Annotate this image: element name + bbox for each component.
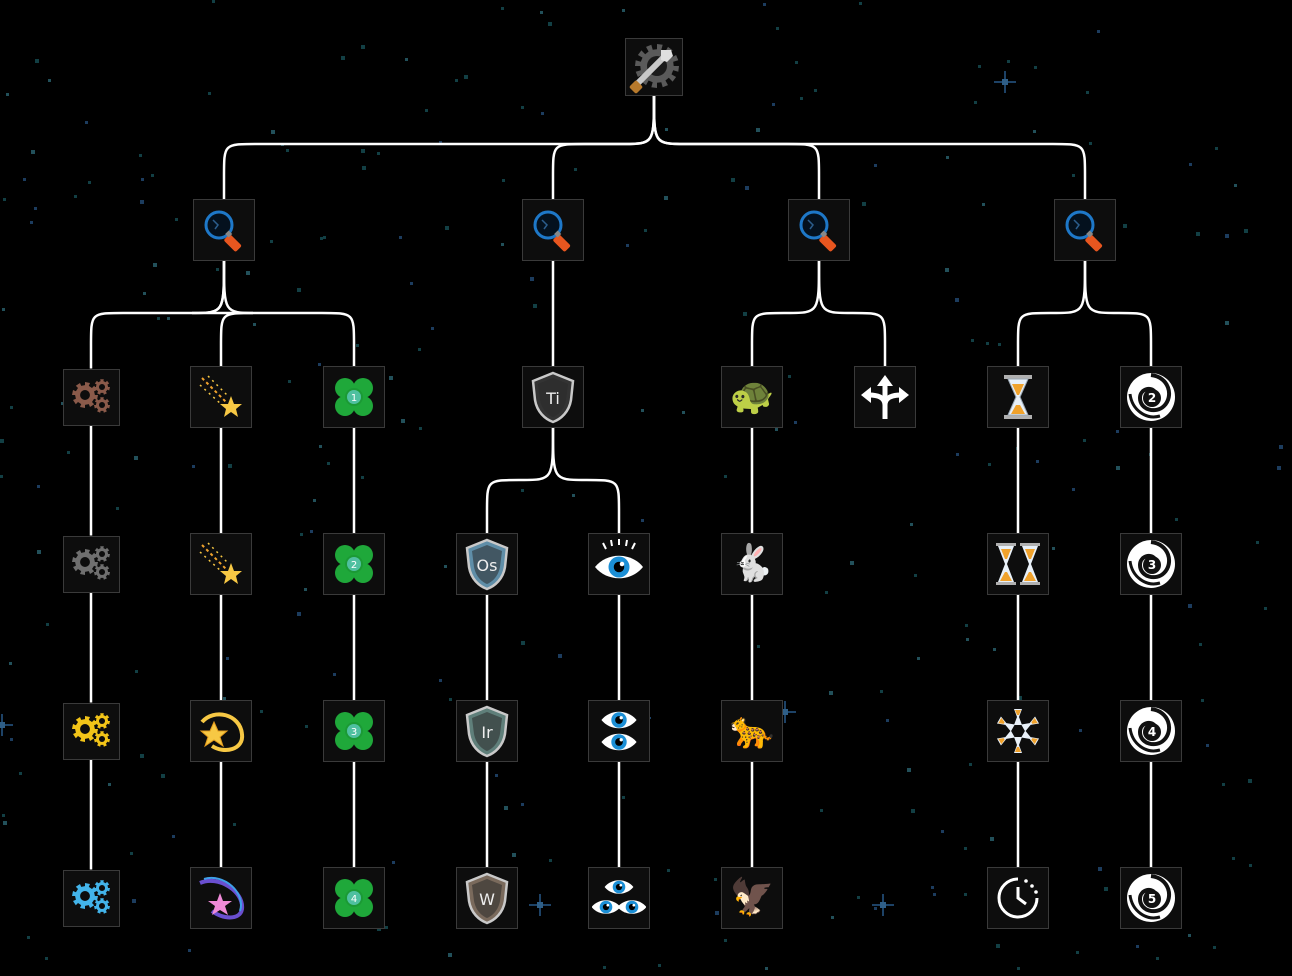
tech-node-gears-3[interactable] xyxy=(62,702,120,760)
tech-node-comet-4[interactable] xyxy=(190,867,252,929)
magnifier-icon xyxy=(794,205,844,255)
tech-node-shield-ir[interactable]: Ir xyxy=(456,700,518,762)
tech-node-vortex-3[interactable]: 3 xyxy=(1120,533,1182,595)
magnifier-icon xyxy=(199,205,249,255)
vortex-icon: 2 xyxy=(1124,370,1178,424)
hourglass-ring-icon xyxy=(993,706,1043,756)
tech-node-clover-4[interactable]: 4 xyxy=(323,867,385,929)
clover-icon: 1 xyxy=(328,371,380,423)
eagle-icon: 🦅 xyxy=(729,877,775,918)
tech-node-eye-3[interactable] xyxy=(588,867,650,929)
shield-icon: Ir xyxy=(462,704,512,758)
tech-node-shield-os[interactable]: Os xyxy=(456,533,518,595)
vortex-icon: 3 xyxy=(1124,537,1178,591)
tech-node-rabbit[interactable]: 🐇 xyxy=(721,533,783,595)
dizzy-star-icon xyxy=(194,704,248,758)
tech-node-fork[interactable] xyxy=(854,366,916,428)
svg-text:W: W xyxy=(479,890,495,909)
tech-node-hourglass-1[interactable] xyxy=(987,366,1049,428)
vortex-icon: 5 xyxy=(1124,871,1178,925)
eye-icon xyxy=(592,539,646,589)
tech-node-turtle[interactable]: 🐢 xyxy=(721,366,783,428)
rabbit-icon: 🐇 xyxy=(729,543,775,584)
svg-text:3: 3 xyxy=(1148,558,1156,572)
svg-text:Os: Os xyxy=(477,556,498,575)
eye-icon xyxy=(592,873,646,923)
tech-node-clover-3[interactable]: 3 xyxy=(323,700,385,762)
leopard-icon: 🐆 xyxy=(729,710,775,751)
tech-node-eagle[interactable]: 🦅 xyxy=(721,867,783,929)
three-way-arrow-icon xyxy=(857,369,913,425)
tech-node-research-3[interactable] xyxy=(788,199,850,261)
gears-icon xyxy=(66,372,116,422)
tech-node-eye-2[interactable] xyxy=(588,700,650,762)
clover-icon: 2 xyxy=(328,538,380,590)
svg-text:2: 2 xyxy=(1148,391,1156,405)
pink-star-orbit-icon xyxy=(194,871,248,925)
tech-node-comet-3[interactable] xyxy=(190,700,252,762)
tech-node-clover-1[interactable]: 1 xyxy=(323,366,385,428)
svg-text:4: 4 xyxy=(351,894,357,905)
tech-node-research-4[interactable] xyxy=(1054,199,1116,261)
tech-node-comet-1[interactable] xyxy=(190,366,252,428)
svg-text:4: 4 xyxy=(1148,725,1156,739)
shooting-star-icon xyxy=(196,539,246,589)
tech-node-shield-w[interactable]: W xyxy=(456,867,518,929)
tech-node-hourglass-2[interactable] xyxy=(987,533,1049,595)
svg-text:Ir: Ir xyxy=(481,723,493,742)
tech-node-leopard[interactable]: 🐆 xyxy=(721,700,783,762)
tech-node-hourglass-3[interactable] xyxy=(987,700,1049,762)
svg-text:2: 2 xyxy=(351,560,357,571)
clover-icon: 3 xyxy=(328,705,380,757)
tech-node-vortex-2[interactable]: 2 xyxy=(1120,366,1182,428)
svg-text:Ti: Ti xyxy=(545,389,560,408)
tech-node-vortex-4[interactable]: 4 xyxy=(1120,700,1182,762)
vortex-icon: 4 xyxy=(1124,704,1178,758)
tech-node-comet-2[interactable] xyxy=(190,533,252,595)
turtle-icon: 🐢 xyxy=(729,376,775,417)
svg-text:5: 5 xyxy=(1148,892,1156,906)
hourglass-icon xyxy=(998,372,1038,422)
tech-node-gears-1[interactable] xyxy=(62,368,120,426)
gears-icon xyxy=(66,706,116,756)
tech-node-shield-ti[interactable]: Ti xyxy=(522,366,584,428)
magnifier-icon xyxy=(528,205,578,255)
tech-node-vortex-5[interactable]: 5 xyxy=(1120,867,1182,929)
svg-text:1: 1 xyxy=(351,393,357,404)
shield-icon: W xyxy=(462,871,512,925)
tech-node-gears-4[interactable] xyxy=(62,869,120,927)
magnifier-icon xyxy=(1060,205,1110,255)
tech-node-root[interactable] xyxy=(625,38,683,96)
gears-icon xyxy=(66,873,116,923)
double-hourglass-icon xyxy=(993,539,1043,589)
tech-node-research-2[interactable] xyxy=(522,199,584,261)
tech-node-clover-2[interactable]: 2 xyxy=(323,533,385,595)
shooting-star-icon xyxy=(196,372,246,422)
wrench-gear-icon xyxy=(627,40,681,94)
tech-node-eye-1[interactable] xyxy=(588,533,650,595)
shield-icon: Os xyxy=(462,537,512,591)
tech-node-gears-2[interactable] xyxy=(62,535,120,593)
tech-node-clock[interactable] xyxy=(987,867,1049,929)
eye-icon xyxy=(594,706,644,756)
svg-text:3: 3 xyxy=(351,727,357,738)
gears-icon xyxy=(66,539,116,589)
tech-node-research-1[interactable] xyxy=(193,199,255,261)
shield-icon: Ti xyxy=(528,370,578,424)
clover-icon: 4 xyxy=(328,872,380,924)
clock-icon xyxy=(993,873,1043,923)
